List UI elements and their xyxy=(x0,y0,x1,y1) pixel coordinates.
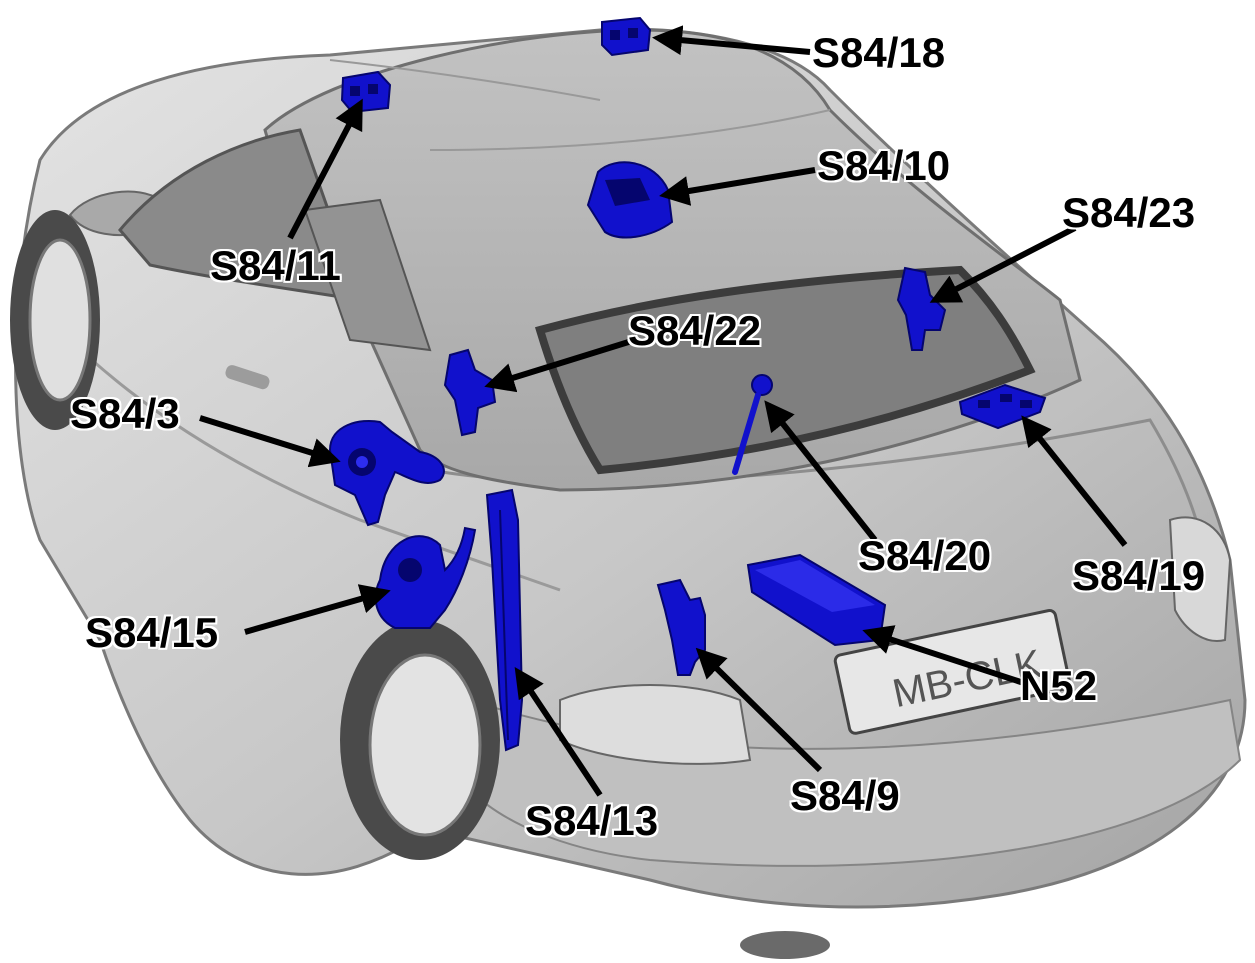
arrow-S84-11 xyxy=(287,98,363,240)
callout-arrows xyxy=(199,25,1128,797)
front-wheel xyxy=(10,210,100,430)
component-S84-3 xyxy=(328,420,445,527)
arrow-S84-3 xyxy=(199,415,341,468)
component-S84-11 xyxy=(340,70,392,114)
arrow-S84-10 xyxy=(659,167,816,206)
component-S84-23 xyxy=(896,266,947,351)
label-S84-15: S84/15 xyxy=(85,609,219,656)
component-S84-22 xyxy=(443,348,497,437)
label-S84-20: S84/20 xyxy=(858,532,992,579)
component-S84-18 xyxy=(601,16,652,57)
arrow-S84-13 xyxy=(514,667,603,797)
label-S84-18: S84/18 xyxy=(812,29,946,76)
arrow-S84-15 xyxy=(244,584,391,635)
label-S84-3: S84/3 xyxy=(70,390,180,437)
label-S84-9: S84/9 xyxy=(790,772,900,819)
arrow-S84-9 xyxy=(695,647,823,773)
component-S84-20 xyxy=(732,374,773,475)
rear-wheel xyxy=(340,620,500,860)
arrow-S84-18 xyxy=(652,25,811,56)
label-S84-10: S84/10 xyxy=(817,142,951,189)
arrow-S84-20 xyxy=(764,400,878,542)
label-S84-19: S84/19 xyxy=(1072,552,1206,599)
label-S84-13: S84/13 xyxy=(525,797,659,844)
arrow-S84-19 xyxy=(1021,415,1128,547)
component-S84-10 xyxy=(586,161,674,239)
arrow-S84-22 xyxy=(484,337,636,393)
arrow-S84-23 xyxy=(929,225,1077,303)
label-N52: N52 xyxy=(1020,662,1098,709)
component-S84-15 xyxy=(374,526,477,629)
component-S84-13 xyxy=(485,488,524,752)
label-S84-22: S84/22 xyxy=(628,307,762,354)
label-S84-11: S84/11 xyxy=(210,242,341,289)
arrow-N52 xyxy=(862,625,1031,688)
label-S84-23: S84/23 xyxy=(1062,189,1196,236)
